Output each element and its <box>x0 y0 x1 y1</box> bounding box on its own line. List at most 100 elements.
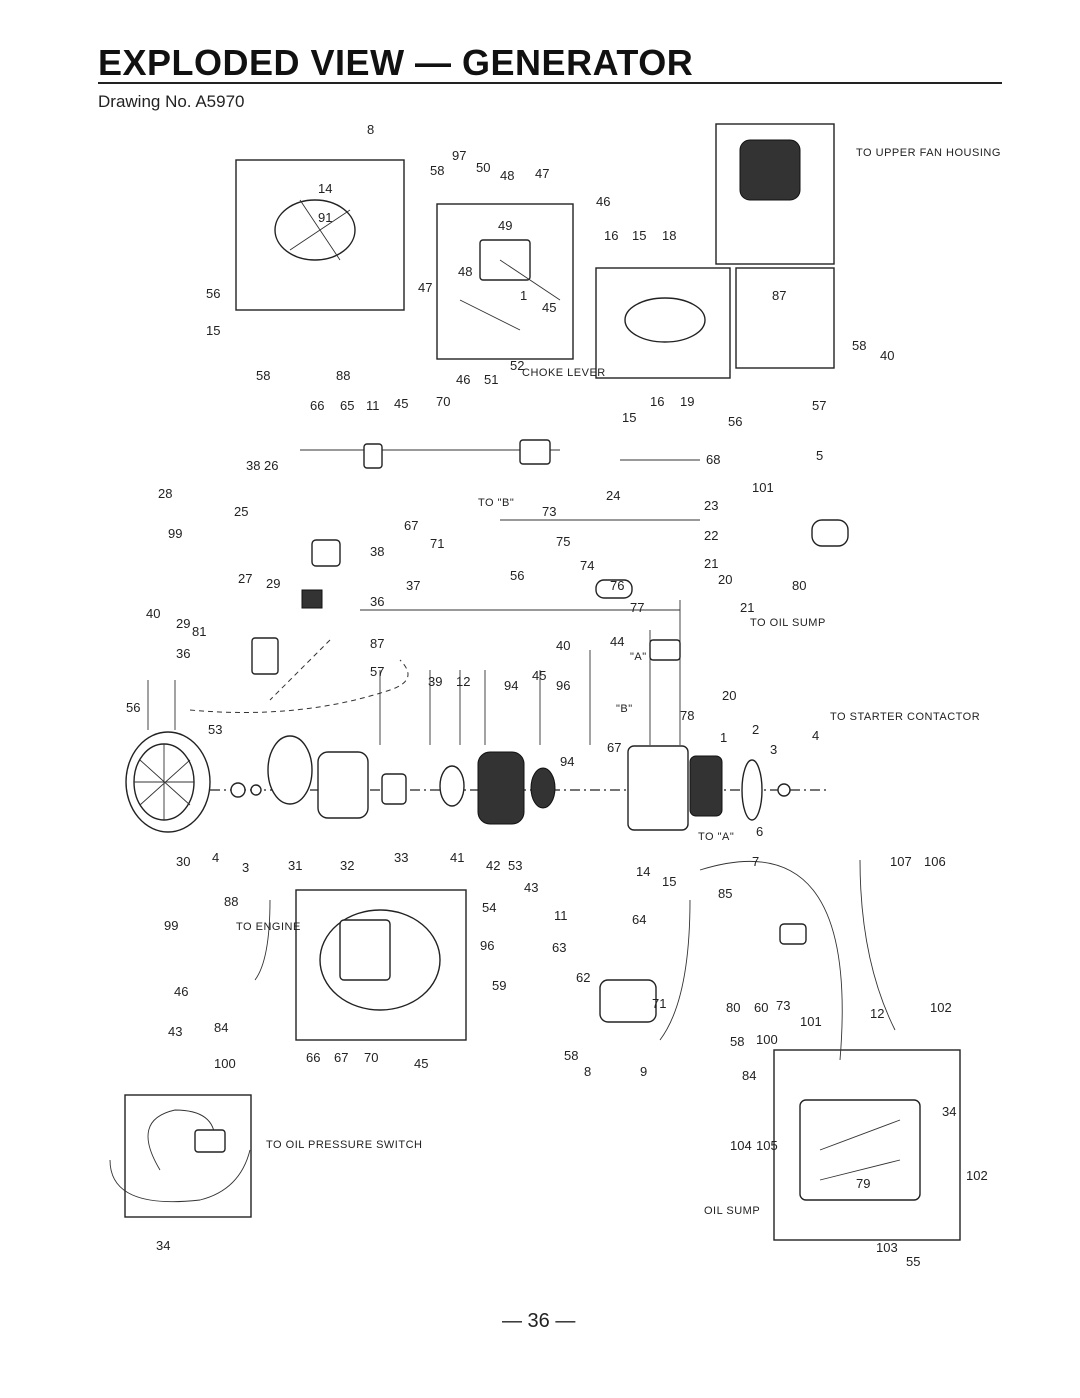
part-label: 11 <box>554 908 568 923</box>
part-label: 73 <box>776 998 790 1013</box>
part-label: 8 <box>367 122 374 137</box>
governor-part <box>595 579 633 599</box>
part-label: 56 <box>728 414 742 429</box>
note-oil-sump-inset: OIL SUMP <box>704 1205 760 1217</box>
wiring-harness <box>189 639 409 713</box>
part-label: 58 <box>852 338 866 353</box>
inset-box-fan-housing <box>715 123 835 265</box>
part-label: 26 <box>264 458 278 473</box>
part-label: 3 <box>770 742 777 757</box>
circuit-breaker-part <box>301 589 323 609</box>
part-label: 7 <box>752 854 759 869</box>
part-label: 16 <box>604 228 618 243</box>
part-label: 15 <box>662 874 676 889</box>
part-label: 45 <box>414 1056 428 1071</box>
part-label: 47 <box>418 280 432 295</box>
part-label: 81 <box>192 624 206 639</box>
part-label: 70 <box>436 394 450 409</box>
part-label: 70 <box>364 1050 378 1065</box>
part-label: 40 <box>556 638 570 653</box>
part-label: 73 <box>542 504 556 519</box>
part-label: 85 <box>718 886 732 901</box>
diagram-notes: TO UPPER FAN HOUSING CHOKE LEVER TO OIL … <box>236 147 1000 1217</box>
note-starter-contactor: TO STARTER CONTACTOR <box>830 711 980 723</box>
part-label: 67 <box>404 518 418 533</box>
receptacle-part <box>251 637 279 675</box>
note-to-a: TO "A" <box>698 831 734 843</box>
part-label: 20 <box>722 688 736 703</box>
part-label: 53 <box>208 722 222 737</box>
stack-leaders <box>147 600 681 745</box>
part-label: 56 <box>126 700 140 715</box>
part-label: 23 <box>704 498 718 513</box>
drawing-number: Drawing No. A5970 <box>98 92 245 111</box>
part-label: 67 <box>334 1050 348 1065</box>
starter-solenoid-part <box>599 979 657 1023</box>
part-label: 79 <box>856 1176 870 1191</box>
part-label: 24 <box>606 488 620 503</box>
part-label: 100 <box>756 1032 778 1047</box>
part-label: 57 <box>812 398 826 413</box>
part-label: 100 <box>214 1056 236 1071</box>
part-label: 68 <box>706 452 720 467</box>
part-label: 14 <box>636 864 650 879</box>
part-label: 56 <box>510 568 524 583</box>
part-label: 84 <box>742 1068 756 1083</box>
part-label: 9 <box>640 1064 647 1079</box>
part-label: 34 <box>156 1238 170 1253</box>
inset-box-oil-pressure <box>124 1094 252 1218</box>
flywheel-nut-part <box>777 783 791 797</box>
part-label: 78 <box>680 708 694 723</box>
part-label: 51 <box>484 372 498 387</box>
part-label: 3 <box>242 860 249 875</box>
page-title: EXPLODED VIEW — GENERATOR <box>98 42 694 83</box>
part-label: 59 <box>492 978 506 993</box>
inset-box-engine <box>295 889 467 1041</box>
part-label: 52 <box>510 358 524 373</box>
part-label: 40 <box>146 606 160 621</box>
oil-pressure-switch-part <box>194 1129 226 1153</box>
part-label: 39 <box>428 674 442 689</box>
part-label: 36 <box>370 594 384 609</box>
part-label: 102 <box>930 1000 952 1015</box>
part-label: 56 <box>206 286 220 301</box>
part-label: 46 <box>596 194 610 209</box>
engine-inset-bracket <box>339 919 391 981</box>
fuel-filter-part <box>811 519 849 547</box>
part-label: 38 <box>246 458 260 473</box>
part-label: 106 <box>924 854 946 869</box>
nut-part <box>250 784 262 796</box>
part-label: 21 <box>740 600 754 615</box>
part-label: 12 <box>870 1006 884 1021</box>
part-label: 30 <box>176 854 190 869</box>
oil-sump-inset-part <box>799 1099 921 1201</box>
bracket-part <box>363 443 383 469</box>
oil-sump-inset-linkage <box>819 1119 901 1181</box>
part-label: 64 <box>632 912 646 927</box>
part-label: 40 <box>880 348 894 363</box>
part-label: 57 <box>370 664 384 679</box>
washer-part <box>230 782 246 798</box>
top-left-inset-linkage <box>289 199 351 261</box>
part-label: 5 <box>816 448 823 463</box>
part-label: 105 <box>756 1138 778 1153</box>
note-to-b: TO "B" <box>478 497 514 509</box>
part-label: 77 <box>630 600 644 615</box>
part-label: 88 <box>336 368 350 383</box>
part-label: 50 <box>476 160 490 175</box>
inset-box-top-left <box>235 159 405 311</box>
spacer-ring-part <box>439 765 465 807</box>
choke-inset-part <box>624 297 706 343</box>
carburetor-link-part <box>649 639 681 661</box>
part-label: 80 <box>726 1000 740 1015</box>
part-label: 42 <box>486 858 500 873</box>
part-label: 60 <box>754 1000 768 1015</box>
part-label: 94 <box>560 754 574 769</box>
page-number: — 36 — <box>502 1310 576 1332</box>
flywheel-part <box>741 759 763 821</box>
part-label: 18 <box>662 228 676 243</box>
part-label: 21 <box>704 556 718 571</box>
inset-box-oil-sump <box>773 1049 961 1241</box>
part-label: 8 <box>584 1064 591 1079</box>
title-rule <box>98 82 1002 84</box>
